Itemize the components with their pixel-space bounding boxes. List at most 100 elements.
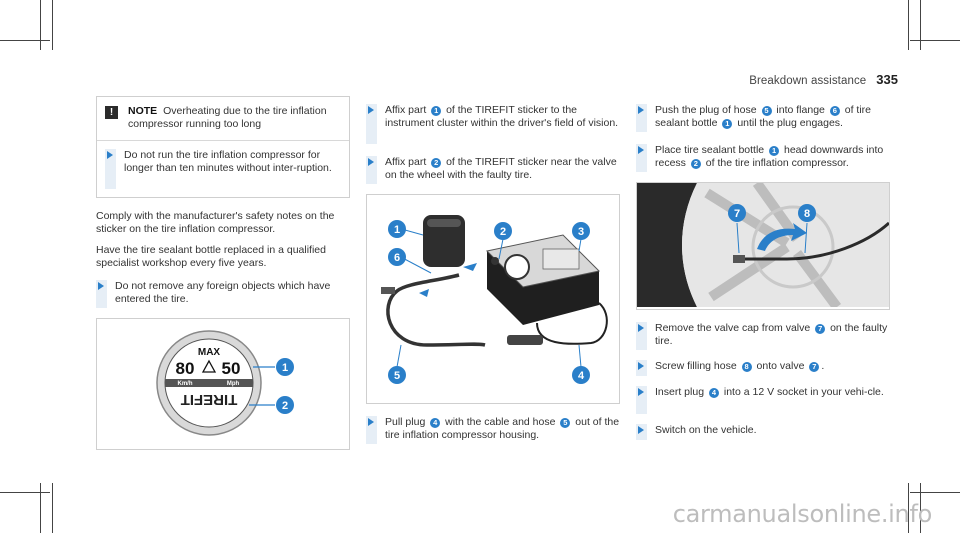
paragraph-safety: Comply with the manufacturer's safety no… (96, 210, 335, 235)
callout-3 (572, 222, 590, 240)
sticker-unit-kmh: Km/h (178, 381, 193, 387)
svg-text:1: 1 (282, 362, 288, 374)
step-arrow-icon (366, 156, 377, 184)
sticker-max: MAX (198, 347, 221, 358)
step-text: Remove the valve cap from valve 7 on the… (655, 322, 888, 347)
step-remove-cap: Remove the valve cap from valve 7 on the… (636, 322, 890, 350)
sticker-brand: TIREFIT (181, 391, 238, 408)
step-text: Affix part 2 of the TIREFIT sticker near… (385, 156, 617, 181)
note-title: NOTE (128, 105, 158, 117)
column-left: ! NOTE Overheating due to the tire infla… (96, 96, 350, 450)
callout-2 (276, 396, 294, 414)
ref-number: 5 (761, 106, 772, 116)
svg-text:2: 2 (500, 226, 506, 238)
ref-number: 1 (769, 146, 780, 156)
figure-sticker: MAX 80 50 Km/h Mph TIREFIT 1 2 (96, 318, 350, 450)
step-text: Push the plug of hose 5 into flange 6 of… (655, 104, 871, 129)
step-text: Place tire sealant bottle 1 head downwar… (655, 144, 884, 169)
svg-text:6: 6 (394, 252, 400, 264)
step-foreign-objects: Do not remove any foreign objects which … (96, 280, 350, 308)
step-text: Pull plug 4 with the cable and hose 5 ou… (385, 416, 620, 441)
step-text: Insert plug 4 into a 12 V socket in your… (655, 386, 884, 398)
step-arrow-icon (96, 280, 107, 308)
step-arrow-icon (366, 104, 377, 144)
column-middle: Affix part 1 of the TIREFIT sticker to t… (366, 96, 620, 454)
ref-number: 4 (430, 418, 441, 428)
ref-number: 7 (809, 362, 820, 372)
ref-number: 2 (690, 159, 701, 169)
note-description: Overheating due to the tire inflation co… (128, 105, 327, 130)
callout-6 (388, 248, 406, 266)
svg-text:1: 1 (394, 224, 400, 236)
callout-1 (388, 220, 406, 238)
step-push-plug: Push the plug of hose 5 into flange 6 of… (636, 104, 890, 132)
ref-number: 7 (815, 324, 826, 334)
ref-number: 1 (722, 119, 733, 129)
figure-valve: 7 8 (636, 180, 891, 310)
step-text: Do not remove any foreign objects which … (115, 280, 331, 305)
svg-text:3: 3 (578, 226, 584, 238)
callout-7 (728, 204, 746, 222)
exclamation-icon: ! (105, 106, 118, 119)
ref-number: 1 (431, 106, 442, 116)
step-insert-plug: Insert plug 4 into a 12 V socket in your… (636, 386, 890, 414)
ref-number: 6 (829, 106, 840, 116)
ref-number: 2 (431, 158, 442, 168)
step-arrow-icon (105, 149, 116, 189)
crop-mark (40, 0, 41, 50)
step-place-bottle: Place tire sealant bottle 1 head downwar… (636, 144, 890, 172)
step-text: Affix part 1 of the TIREFIT sticker to t… (385, 104, 619, 129)
crop-mark (52, 0, 53, 50)
page-header: Breakdown assistance 335 (749, 72, 898, 87)
step-text: Screw filling hose 8 onto valve 7. (655, 360, 825, 372)
step-switch-on: Switch on the vehicle. (636, 424, 890, 440)
svg-text:4: 4 (578, 370, 585, 382)
crop-mark (0, 492, 50, 493)
ref-number: 5 (560, 418, 571, 428)
crop-mark (52, 483, 53, 533)
step-arrow-icon (636, 424, 647, 440)
section-title: Breakdown assistance (749, 75, 867, 87)
callout-2 (494, 222, 512, 240)
valve-illustration: 7 8 (637, 180, 891, 310)
callout-5 (388, 366, 406, 384)
paragraph-replace: Have the tire sealant bottle replaced in… (96, 244, 326, 269)
step-affix-part-2: Affix part 2 of the TIREFIT sticker near… (366, 156, 620, 184)
svg-text:7: 7 (734, 208, 740, 220)
rotate-arrow-icon (757, 223, 807, 251)
step-screw-hose: Screw filling hose 8 onto valve 7. (636, 360, 890, 376)
note-step: Do not run the tire inflation compressor… (105, 149, 341, 189)
note-step-text: Do not run the tire inflation compressor… (124, 149, 332, 174)
column-right: Push the plug of hose 5 into flange 6 of… (636, 96, 891, 450)
crop-mark (0, 40, 50, 41)
crop-mark (40, 483, 41, 533)
sticker-speed-kmh: 80 (176, 359, 195, 378)
note-body: Do not run the tire inflation compressor… (97, 141, 349, 197)
callout-8 (798, 204, 816, 222)
figure-compressor: 1 2 3 6 5 4 (366, 194, 620, 404)
crop-mark (920, 0, 921, 50)
step-text: Switch on the vehicle. (655, 424, 757, 436)
watermark: carmanualsonline.info (672, 500, 933, 528)
sticker-illustration: MAX 80 50 Km/h Mph TIREFIT 1 2 (156, 330, 294, 436)
step-arrow-icon (636, 386, 647, 414)
step-arrow-icon (636, 144, 647, 172)
step-arrow-icon (636, 322, 647, 350)
sticker-unit-mph: Mph (227, 381, 240, 387)
sticker-speed-mph: 50 (222, 359, 241, 378)
crop-mark (908, 483, 909, 533)
note-box: ! NOTE Overheating due to the tire infla… (96, 96, 350, 198)
crop-mark (908, 0, 909, 50)
svg-text:8: 8 (804, 208, 810, 220)
step-arrow-icon (366, 416, 377, 444)
crop-mark (920, 483, 921, 533)
svg-text:5: 5 (394, 370, 400, 382)
page-number: 335 (876, 72, 898, 87)
step-arrow-icon (636, 104, 647, 132)
crop-mark (910, 40, 960, 41)
step-affix-part-1: Affix part 1 of the TIREFIT sticker to t… (366, 104, 620, 144)
svg-text:2: 2 (282, 400, 288, 412)
note-header: ! NOTE Overheating due to the tire infla… (97, 97, 349, 141)
note-text: NOTE Overheating due to the tire inflati… (128, 105, 339, 131)
callout-4 (572, 366, 590, 384)
